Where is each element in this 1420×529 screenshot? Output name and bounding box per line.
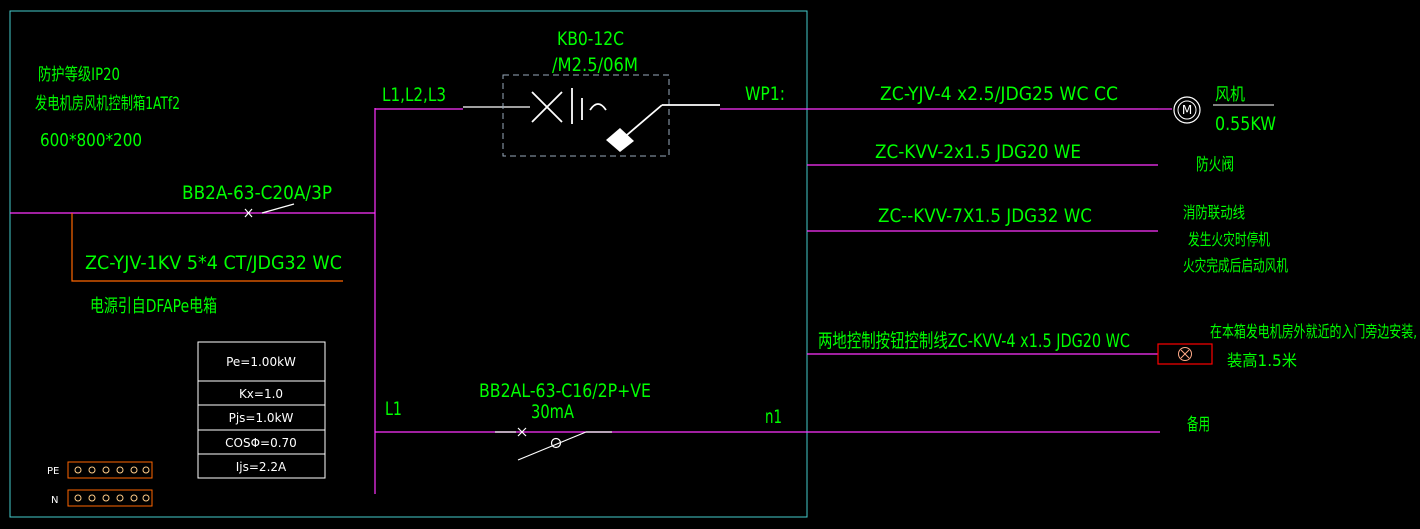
box-name-label: 发电机房风机控制箱1ATf2 [35,94,180,114]
load-table-ijs: Ijs=2.2A [236,460,287,474]
pe-terminal-screws [74,466,150,474]
outgoing-4-cable-label: 两地控制按钮控制线ZC-KVV-4 x1.5 JDG20 WC [818,330,1130,352]
spare-leakage-label: 30mA [531,401,574,423]
fan-power-label: 0.55KW [1215,113,1276,135]
load-table-cos: COSΦ=0.70 [225,436,297,450]
fire-damper-label: 防火阀 [1196,155,1234,175]
load-table-kx: Kx=1.0 [239,387,283,401]
spare-breaker-label: BB2AL-63-C16/2P+VE [479,380,651,402]
indicator-lamp-cross-b [1180,349,1190,359]
load-table-pjs: Pjs=1.0kW [229,411,294,425]
motor-inner-ring [1177,100,1197,120]
indicator-lamp-icon [1178,347,1192,361]
incoming-source-label: 电源引自DFAPe电箱 [90,296,217,317]
fan-name-label: 风机 [1215,85,1245,105]
pe-terminal-strip [67,461,153,479]
fire-linkage-line-1: 消防联动线 [1183,203,1245,222]
spare-phase-label: L1 [385,398,402,420]
fire-linkage-line-3: 火灾完成后启动风机 [1183,256,1288,275]
starter-rating-label: /M2.5/06M [552,54,638,76]
box-protection-label: 防护等级IP20 [38,65,120,85]
spare-circuit-label: n1 [765,406,782,428]
cabinet-border [9,10,808,518]
incoming-cable-label: ZC-YJV-1KV 5*4 CT/JDG32 WC [85,252,342,274]
motor-icon [1173,96,1201,124]
incoming-breaker-label: BB2A-63-C20A/3P [182,182,332,204]
incoming-breaker-symbol [244,203,295,218]
starter-actuator-icon [606,128,634,152]
box-size-label: 600*800*200 [40,130,142,151]
control-install-line-2: 装高1.5米 [1227,351,1297,370]
control-button-box [1157,343,1213,365]
motor-symbol-label: M [1182,103,1192,117]
load-table-pe: Pe=1.00kW [226,355,296,369]
outgoing-1-cable-label: ZC-YJV-4 x2.5/JDG25 WC CC [880,83,1118,105]
pe-terminal-label: PE [47,466,59,477]
n-terminal-label: N [51,495,58,506]
starter-model-label: KB0-12C [557,28,624,50]
incoming-cable-line [71,213,343,282]
spare-breaker-symbol [495,427,612,461]
starter-dashed-box [502,74,670,157]
load-table: Pe=1.00kW Kx=1.0 Pjs=1.0kW COSΦ=0.70 Ijs… [197,341,326,479]
n-terminal-strip [67,489,153,507]
outgoing-3-cable-label: ZC--KVV-7X1.5 JDG32 WC [878,205,1092,227]
main-circuit-label: WP1: [745,83,785,105]
spare-dest-label: 备用 [1187,415,1210,435]
fire-linkage-line-2: 发生火灾时停机 [1188,230,1270,249]
main-phases-label: L1,L2,L3 [382,84,446,106]
control-install-line-1: 在本箱发电机房外就近的入门旁边安装, [1210,322,1417,341]
n-terminal-screws [74,494,150,502]
outgoing-2-cable-label: ZC-KVV-2x1.5 JDG20 WE [875,141,1081,163]
